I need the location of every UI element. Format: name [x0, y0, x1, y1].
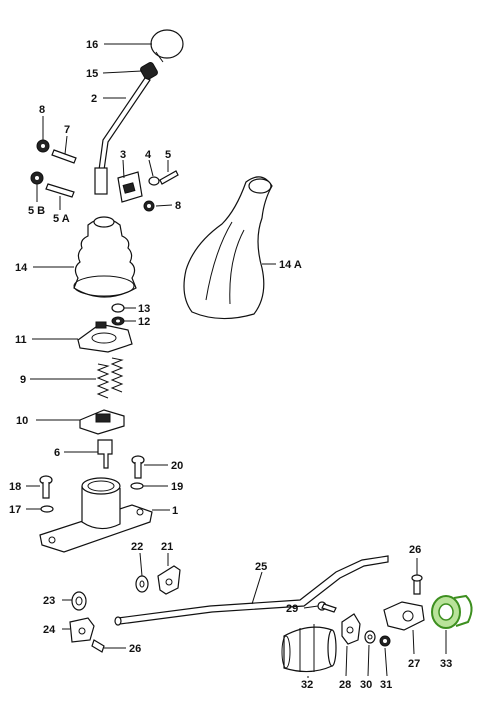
label-11: 11 — [15, 334, 27, 346]
label-13: 13 — [138, 303, 150, 315]
washer-30[interactable] — [364, 630, 376, 644]
bolt-18[interactable] — [39, 475, 53, 499]
label-19: 19 — [171, 481, 183, 493]
nut-8-right[interactable] — [143, 200, 155, 212]
knob-clamp-ring[interactable] — [139, 61, 158, 80]
label-8-right: 8 — [175, 200, 181, 212]
label-3: 3 — [120, 149, 126, 161]
label-7: 7 — [64, 124, 70, 136]
label-32: 32 — [301, 679, 313, 691]
label-31: 31 — [380, 679, 392, 691]
bolt-20[interactable] — [131, 455, 145, 479]
joint-24[interactable] — [69, 617, 95, 643]
bolt-5[interactable] — [159, 170, 179, 185]
washer-4[interactable] — [148, 176, 160, 186]
shift-rod-25[interactable] — [114, 555, 389, 626]
damper-32[interactable] — [281, 624, 337, 673]
label-23: 23 — [43, 595, 55, 607]
stud-5a[interactable] — [45, 183, 75, 198]
nut-5b[interactable] — [30, 171, 44, 185]
label-5a: 5 A — [53, 213, 70, 225]
label-5: 5 — [165, 149, 171, 161]
label-2: 2 — [91, 93, 97, 105]
label-30: 30 — [360, 679, 372, 691]
washer-17[interactable] — [40, 505, 54, 513]
label-14: 14 — [15, 262, 28, 274]
label-6: 6 — [54, 447, 60, 459]
screw-29[interactable] — [317, 601, 337, 613]
label-25: 25 — [255, 561, 267, 573]
label-1: 1 — [172, 505, 178, 517]
washer-19[interactable] — [130, 482, 144, 490]
label-9: 9 — [20, 374, 26, 386]
label-5b: 5 B — [28, 205, 45, 217]
label-20: 20 — [171, 460, 183, 472]
guide-plate-11[interactable] — [77, 321, 133, 353]
shift-lever[interactable] — [94, 77, 151, 195]
label-27: 27 — [408, 658, 420, 670]
label-16: 16 — [86, 39, 98, 51]
stud-7[interactable] — [51, 149, 77, 164]
label-12: 12 — [138, 316, 150, 328]
label-8-left: 8 — [39, 104, 45, 116]
label-26-right: 26 — [409, 544, 421, 556]
clamp-block[interactable] — [117, 171, 143, 203]
label-15: 15 — [86, 68, 98, 80]
label-14a: 14 A — [279, 259, 302, 271]
leader-lines — [26, 43, 447, 678]
guide-block-10[interactable] — [79, 409, 125, 435]
fork-6[interactable] — [97, 439, 113, 469]
bracket-28[interactable] — [341, 613, 361, 645]
label-24: 24 — [43, 624, 56, 636]
label-28: 28 — [339, 679, 351, 691]
part-labels: 16 15 2 8 7 3 4 5 8 5 B 5 A 14 14 A 13 1… — [9, 39, 452, 691]
nut-13[interactable] — [111, 303, 125, 313]
shift-knob[interactable] — [150, 29, 184, 63]
label-29: 29 — [286, 603, 298, 615]
bushing-22[interactable] — [135, 575, 149, 593]
housing-base-1[interactable] — [39, 477, 153, 553]
label-22: 22 — [131, 541, 143, 553]
nut-31[interactable] — [379, 635, 391, 647]
sleeve-23[interactable] — [71, 591, 87, 611]
label-10: 10 — [16, 415, 28, 427]
label-4: 4 — [145, 149, 152, 161]
label-26-left: 26 — [129, 643, 141, 655]
shift-boot-14a[interactable] — [183, 176, 273, 320]
screw-26-right[interactable] — [411, 574, 423, 595]
rubber-boot[interactable] — [73, 216, 137, 298]
bracket-21[interactable] — [157, 565, 181, 595]
nut-8-left[interactable] — [36, 139, 50, 153]
spring-9-right[interactable] — [110, 357, 124, 393]
bushing-33-highlighted[interactable] — [431, 594, 473, 629]
spring-9-left[interactable] — [96, 363, 110, 399]
washer-12[interactable] — [111, 316, 125, 326]
label-17: 17 — [9, 504, 21, 516]
screw-26-left[interactable] — [91, 639, 105, 653]
label-21: 21 — [161, 541, 173, 553]
label-18: 18 — [9, 481, 21, 493]
label-33: 33 — [440, 658, 452, 670]
joint-27[interactable] — [383, 601, 425, 631]
